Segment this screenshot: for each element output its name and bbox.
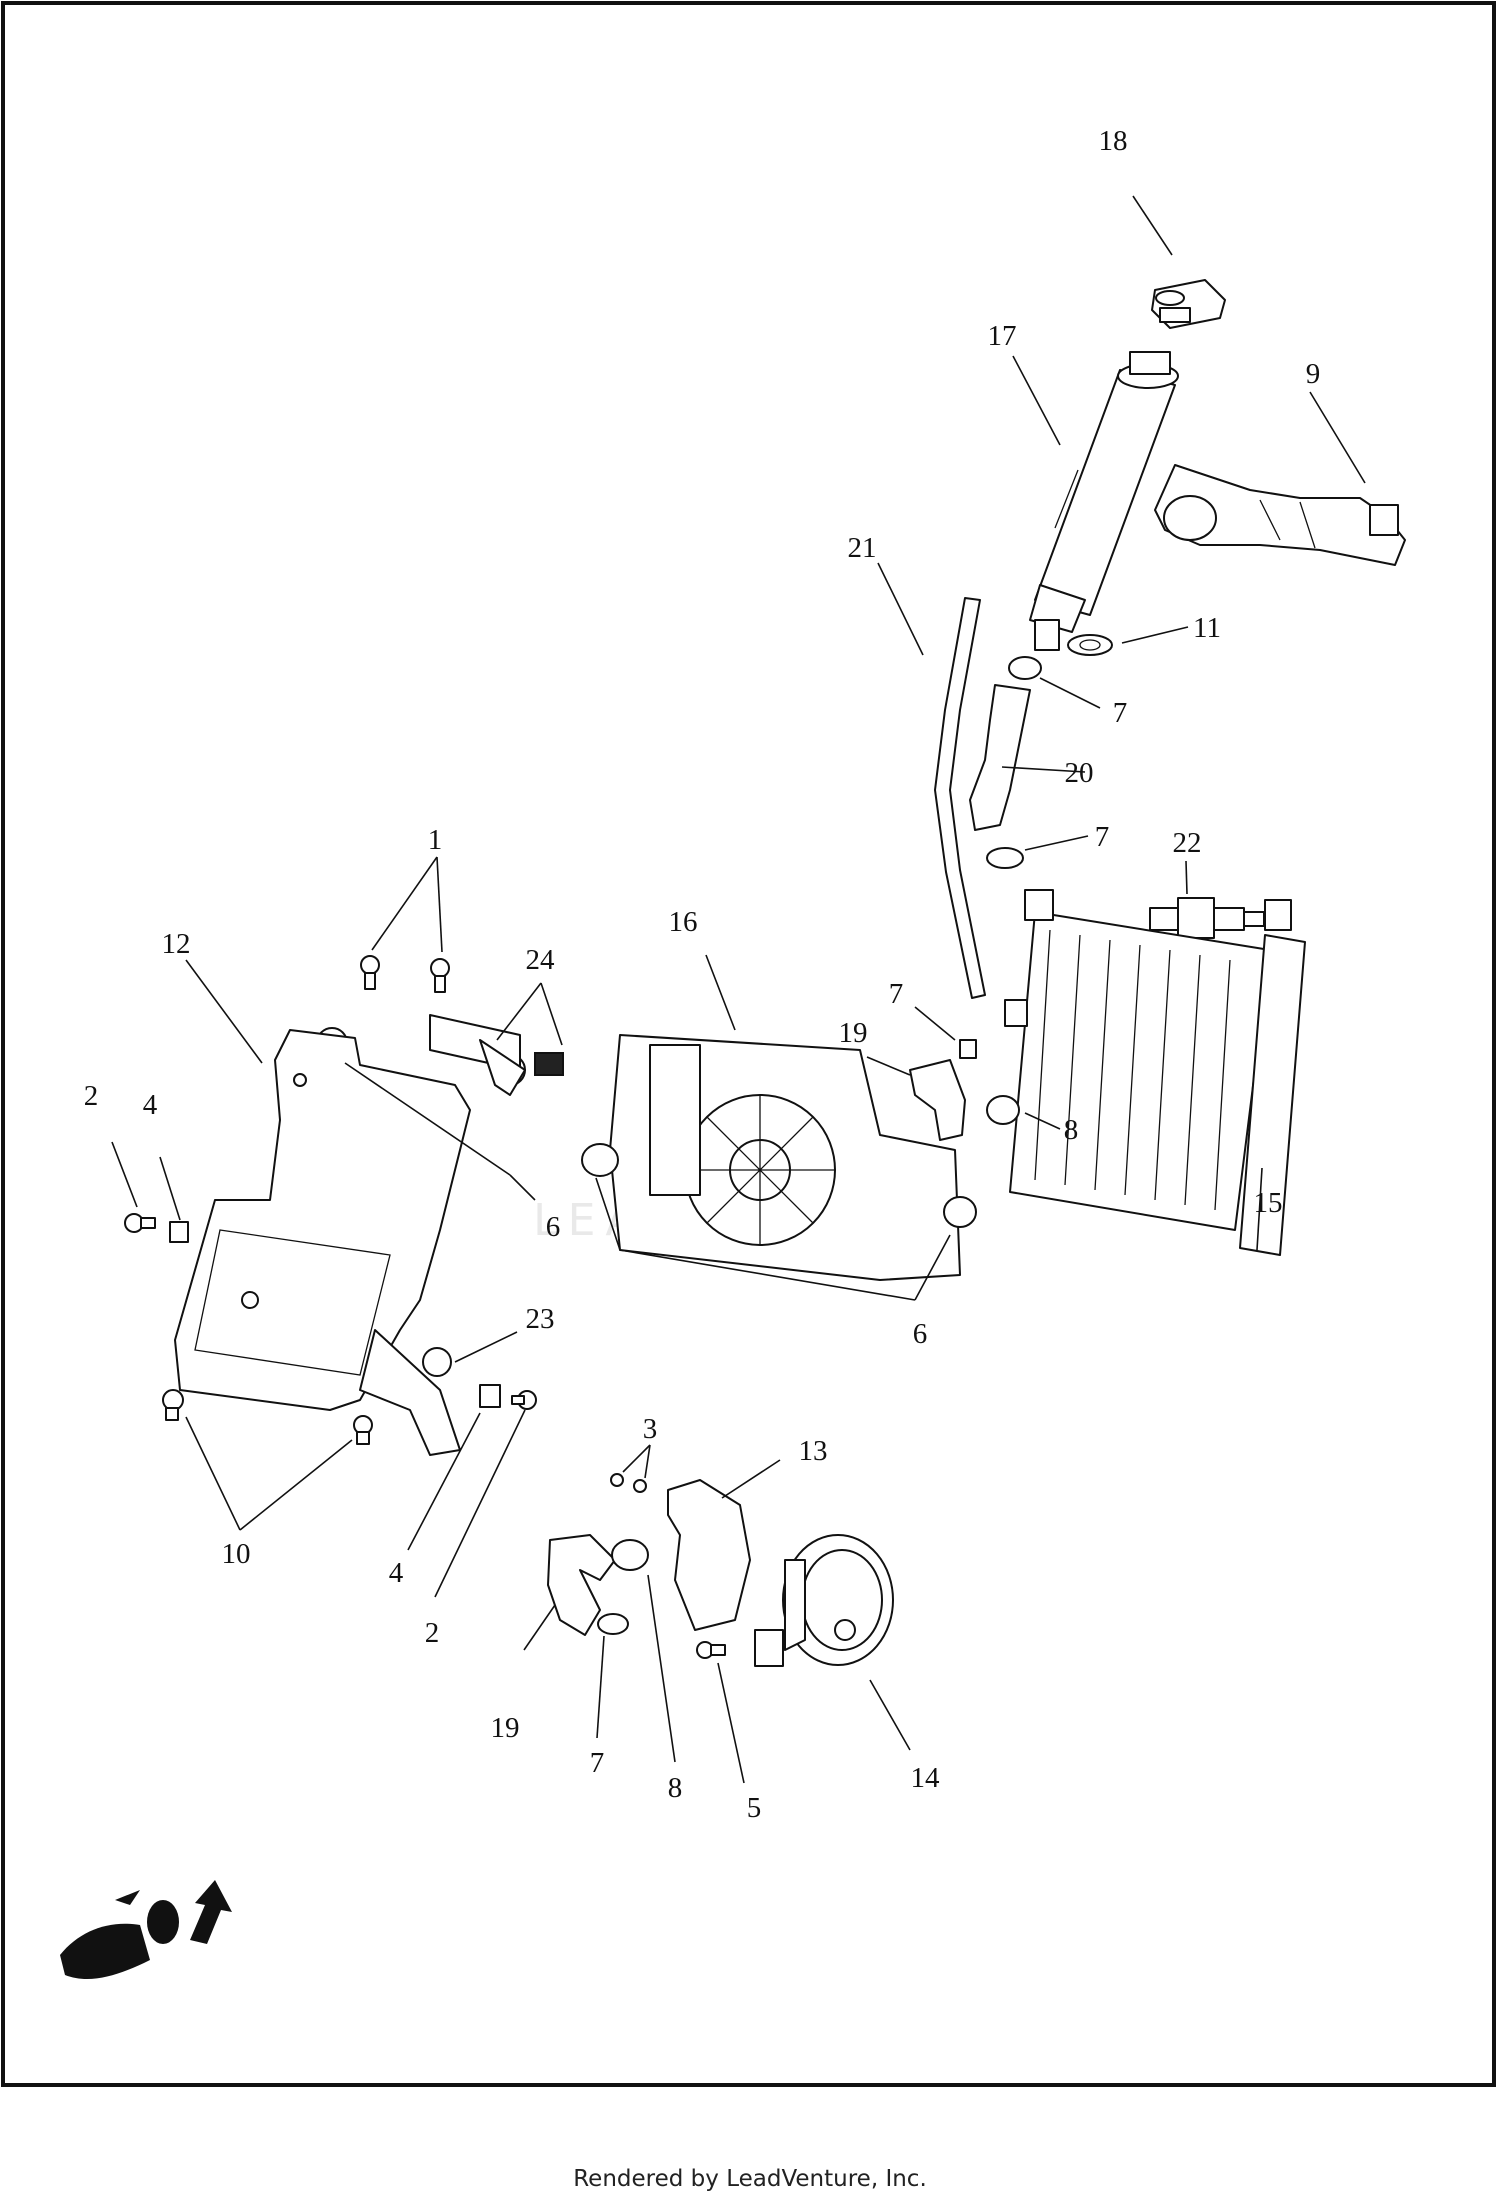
callout-7d: 7 (590, 1747, 605, 1779)
bolt-right-part (511, 1390, 537, 1410)
hose-clamp-mid-part (986, 847, 1024, 869)
elbow-hose-lower-part (547, 1534, 616, 1636)
callout-13: 13 (799, 1435, 828, 1467)
radiator-cap-part (1151, 279, 1226, 329)
callout-8: 8 (1064, 1114, 1079, 1146)
callout-2b: 2 (425, 1617, 440, 1649)
callout-7c: 7 (889, 978, 904, 1010)
coolant-reservoir-part (1029, 351, 1179, 651)
pump-cover-part (667, 1479, 751, 1631)
grommet-shroud-right-part (943, 1196, 977, 1228)
callout-4b: 4 (389, 1557, 404, 1589)
callout-24: 24 (526, 944, 556, 976)
front-direction-icon (60, 1880, 232, 1980)
callout-8b: 8 (668, 1772, 683, 1804)
callout-5: 5 (747, 1792, 762, 1824)
overflow-tube-part (934, 597, 986, 999)
fan-shroud-part (609, 1034, 961, 1281)
clip-nut-left-part (169, 1221, 189, 1243)
bolts-top-part (360, 955, 450, 993)
leader-lines (111, 195, 1366, 1784)
bolts-lower-part (162, 1389, 373, 1445)
callout-11: 11 (1193, 612, 1221, 644)
callout-4: 4 (143, 1089, 158, 1121)
grommet-lower-part (422, 1347, 452, 1377)
hose-clamp-top-part (1008, 656, 1042, 680)
callout-22: 22 (1173, 827, 1202, 859)
callout-23: 23 (526, 1303, 555, 1335)
elbow-hose-right-part (909, 1059, 966, 1141)
callout-7b: 7 (1095, 821, 1110, 853)
bolt-left-part (124, 1213, 156, 1233)
footer-credit: Rendered by LeadVenture, Inc. (573, 2166, 927, 2192)
hose-clamp-small-part (959, 1039, 977, 1059)
callout-10: 10 (222, 1538, 251, 1570)
callout-19: 19 (839, 1017, 868, 1049)
callout-16: 16 (669, 906, 698, 938)
callout-21: 21 (848, 532, 877, 564)
mounting-bracket-part (174, 1029, 471, 1456)
callout-14: 14 (911, 1762, 941, 1794)
callout-labels: 18 17 9 21 11 7 20 7 22 1 12 24 16 7 19 … (84, 125, 1321, 1824)
water-pump-part (754, 1534, 894, 1667)
grommet-shroud-left-part (581, 1143, 619, 1177)
callout-6: 6 (546, 1211, 561, 1243)
callout-18: 18 (1099, 125, 1128, 157)
callout-2: 2 (84, 1080, 99, 1112)
radiator-part (1004, 889, 1306, 1256)
callout-15: 15 (1254, 1187, 1283, 1219)
screws-part (610, 1473, 647, 1493)
callout-7: 7 (1113, 697, 1128, 729)
callout-1: 1 (428, 824, 443, 856)
callout-6b: 6 (913, 1318, 928, 1350)
hose-clamp-lower-part (597, 1613, 629, 1635)
pump-bolt-part (696, 1641, 726, 1659)
clip-nut-right-part (479, 1384, 501, 1408)
reservoir-bracket-part (1154, 464, 1406, 566)
spring-clamp-right-part (986, 1095, 1020, 1125)
wire-holder-bracket-part (429, 1014, 564, 1096)
callout-17: 17 (988, 320, 1017, 352)
callout-20: 20 (1065, 757, 1094, 789)
temperature-sensor-part (1149, 897, 1265, 939)
diagram-frame (1, 1, 1496, 2087)
callout-19b: 19 (491, 1712, 520, 1744)
grommet-part (1067, 634, 1113, 656)
callout-9: 9 (1306, 358, 1321, 390)
reservoir-hose-part (969, 684, 1031, 831)
callout-12: 12 (162, 928, 191, 960)
callout-3: 3 (643, 1413, 658, 1445)
spring-clamp-lower-part (611, 1539, 649, 1571)
